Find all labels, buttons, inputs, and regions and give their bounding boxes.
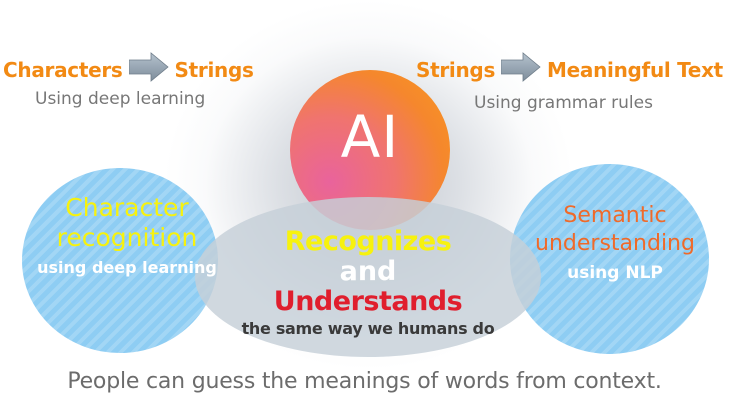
center-humans: the same way we humans do: [241, 319, 495, 338]
ai-label: AI: [340, 103, 400, 171]
right-circle-subtitle: using NLP: [567, 263, 663, 283]
center-ellipse: [195, 197, 541, 357]
left-circle-title-2: recognition: [56, 223, 198, 252]
flow-left: Characters Strings: [3, 52, 254, 87]
right-circle-title-1: Semantic: [563, 203, 667, 228]
flow-left-from: Characters: [3, 57, 123, 82]
right-circle-title-2: understanding: [535, 231, 695, 256]
left-circle: [22, 168, 218, 353]
right-arrow-icon: [500, 52, 541, 87]
center-and: and: [339, 256, 397, 287]
center-recognizes: Recognizes: [284, 226, 452, 257]
flow-left-method: Using deep learning: [35, 89, 206, 109]
center-understands: Understands: [273, 286, 463, 317]
flow-right: Strings Meaningful Text: [416, 52, 723, 87]
flow-right-method: Using grammar rules: [474, 93, 653, 113]
flow-right-to: Meaningful Text: [547, 57, 723, 82]
right-arrow-icon: [128, 52, 169, 87]
bottom-caption: People can guess the meanings of words f…: [67, 369, 662, 394]
flow-left-to: Strings: [174, 57, 254, 82]
flow-right-from: Strings: [416, 57, 496, 82]
left-circle-subtitle: using deep learning: [37, 258, 217, 277]
right-circle: [510, 164, 709, 354]
left-circle-title-1: Character: [65, 193, 189, 222]
